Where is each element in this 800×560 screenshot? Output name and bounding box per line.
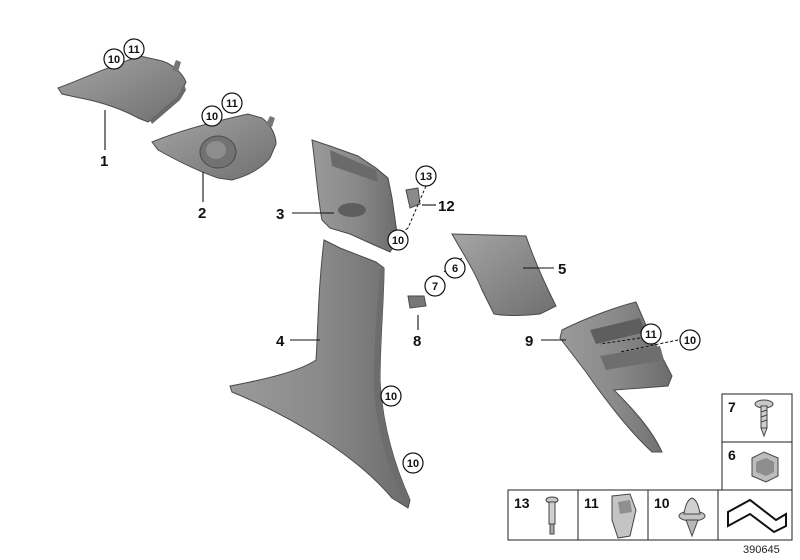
circled-6: 6	[444, 257, 466, 279]
set-icon	[727, 498, 787, 534]
part-5-panel	[451, 233, 557, 316]
legend-7: 7	[728, 399, 736, 415]
circled-11a: 11	[123, 38, 145, 60]
legend-11: 11	[584, 495, 599, 511]
circled-11b-text: 11	[226, 98, 238, 110]
circled-10e-text: 10	[385, 391, 397, 403]
circled-13: 13	[415, 165, 437, 187]
circled-callouts: 10 11 10 11 13 10 6 7 11 10 10 10	[103, 38, 701, 474]
circled-7-text: 7	[432, 281, 438, 293]
circled-10f-text: 10	[407, 458, 419, 470]
part-4-trim	[229, 239, 411, 509]
circled-11c: 11	[640, 323, 662, 345]
circled-10f: 10	[402, 452, 424, 474]
legend-13: 13	[514, 495, 530, 511]
circled-10a-text: 10	[108, 54, 120, 66]
rivet-icon	[545, 496, 559, 535]
callout-8: 8	[413, 333, 421, 350]
circled-10c-text: 10	[392, 235, 404, 247]
callout-2: 2	[198, 205, 206, 222]
legend-bottom: 13 11 10	[507, 489, 793, 541]
circled-10b: 10	[201, 105, 223, 127]
callout-9: 9	[525, 333, 533, 350]
reference-number: 390645	[743, 544, 780, 556]
circled-10b-text: 10	[206, 111, 218, 123]
callout-1: 1	[100, 153, 108, 170]
part-3-trim	[311, 139, 399, 253]
screw-icon	[754, 399, 774, 438]
spring-clip-icon	[611, 493, 637, 539]
callout-4: 4	[276, 333, 285, 350]
circled-10e: 10	[380, 385, 402, 407]
circled-10d: 10	[679, 329, 701, 351]
part-8-clip	[407, 295, 427, 309]
part-2-trim	[151, 113, 277, 181]
part-12-cover	[405, 187, 421, 209]
callout-3: 3	[276, 206, 284, 223]
part-1-trim	[57, 55, 187, 124]
clip-nut-icon	[751, 451, 779, 483]
circled-13-text: 13	[420, 171, 432, 183]
push-clip-icon	[678, 497, 706, 538]
circled-10d-text: 10	[684, 335, 696, 347]
callout-12: 12	[438, 198, 455, 215]
circled-6-text: 6	[452, 263, 458, 275]
circled-11b: 11	[221, 92, 243, 114]
circled-11a-text: 11	[128, 44, 140, 56]
legend-10: 10	[654, 495, 670, 511]
callout-numbers: 1 2 3 4 5 8 9 12	[100, 153, 566, 350]
legend-6: 6	[728, 447, 736, 463]
circled-10a: 10	[103, 48, 125, 70]
legend-right: 7 6	[721, 393, 793, 491]
circled-7: 7	[424, 275, 446, 297]
circled-10c: 10	[387, 229, 409, 251]
callout-5: 5	[558, 261, 566, 278]
circled-11c-text: 11	[645, 329, 657, 341]
